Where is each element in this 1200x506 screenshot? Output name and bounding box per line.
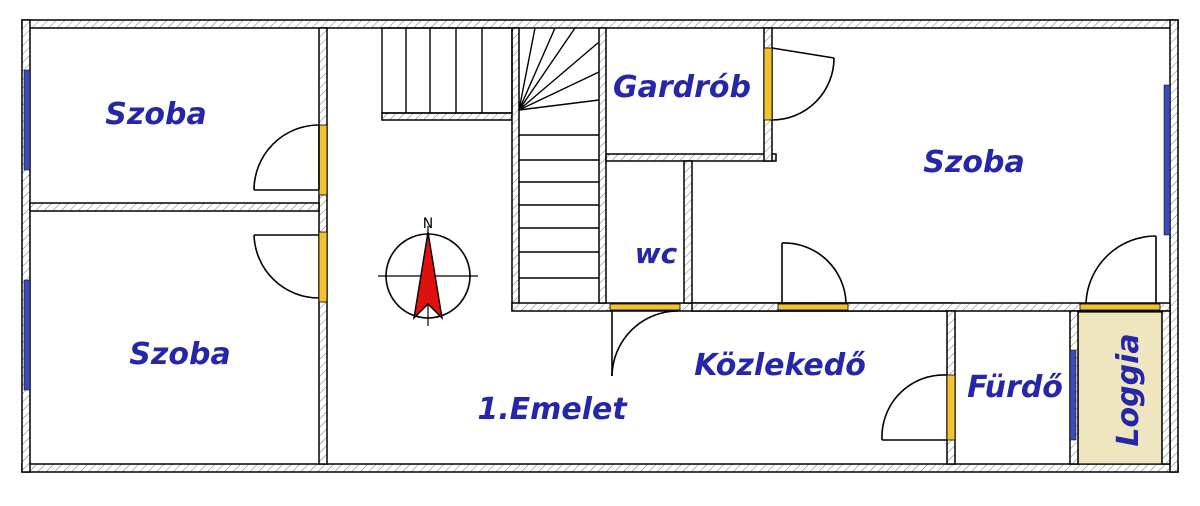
door-swings bbox=[253, 47, 1157, 441]
room-label-szoba-top-left: Szoba bbox=[105, 97, 206, 132]
compass-icon: N bbox=[378, 216, 478, 326]
room-label-gardrob: Gardrób bbox=[613, 70, 751, 105]
room-label-szoba-bottom-left: Szoba bbox=[129, 337, 230, 372]
doors bbox=[318, 47, 1161, 441]
compass-needle bbox=[412, 231, 444, 321]
room-label-furdo: Fürdő bbox=[967, 370, 1063, 405]
floor-label: 1.Emelet bbox=[477, 392, 628, 427]
room-label-wc: wc bbox=[635, 237, 678, 270]
room-label-loggia: Loggia bbox=[1111, 333, 1146, 446]
outer-walls bbox=[21, 19, 1179, 473]
compass-north-label: N bbox=[423, 216, 433, 232]
staircase bbox=[381, 27, 600, 279]
windows bbox=[23, 69, 1171, 441]
room-label-kozlekedo: Közlekedő bbox=[694, 348, 866, 383]
room-label-szoba-right: Szoba bbox=[923, 145, 1024, 180]
